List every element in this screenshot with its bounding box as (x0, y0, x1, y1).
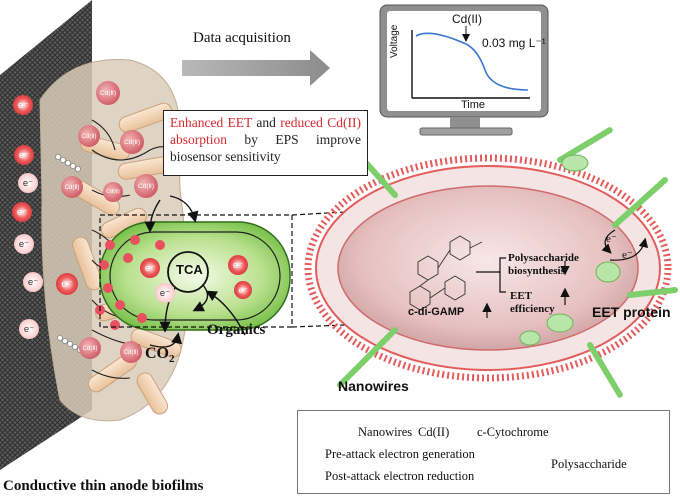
cd-ion: Cd(Ⅱ) (120, 341, 142, 363)
cd-ion: Cd(Ⅱ) (79, 337, 101, 359)
co2-main: CO (145, 345, 169, 362)
organics-label: Organics (207, 322, 266, 338)
legend-polysaccharide-text: Polysaccharide (551, 457, 627, 471)
callout-plain-1: and (252, 115, 281, 130)
biofilm-bacteria (71, 102, 182, 415)
callout-box: Enhanced EET and reduced Cd(II) absorpti… (163, 110, 368, 176)
inset-cell (304, 154, 672, 382)
legend-post-attack-text: Post-attack electron reduction (325, 469, 475, 483)
tca-label: TCA (176, 262, 203, 277)
anode-electron: e⁻ (12, 202, 32, 222)
eet-efficiency-label: EET efficiency (510, 290, 555, 315)
monitor-signal-label: Cd(II) (452, 12, 482, 26)
inset-electron-2: e⁻ (622, 249, 633, 261)
zoom-line-top (291, 211, 346, 216)
monitor-y-axis-label: Voltage (389, 24, 400, 58)
eet-protein-label: EET protein (592, 304, 671, 320)
cd-ion: Cd(Ⅱ) (103, 182, 123, 202)
anode-electron-pale: e⁻ (23, 272, 43, 292)
data-acquisition-label: Data acquisition (193, 30, 291, 46)
legend-pre-attack-text: Pre-attack electron generation (325, 447, 475, 461)
data-acquisition-arrow (182, 50, 330, 86)
cell-electron: e⁻ (234, 281, 252, 299)
cd-ion: Cd(Ⅱ) (96, 81, 120, 105)
co2-label: CO2 (145, 345, 175, 365)
cd-influx-arrow-1 (144, 199, 161, 233)
legend-nanowires-text: Nanowires (358, 425, 413, 439)
monitor-concentration-label: 0.03 mg L⁻¹ (482, 36, 546, 50)
anode-electron-pale: e⁻ (14, 234, 34, 254)
monitor (379, 4, 549, 136)
nanowires-label: Nanowires (338, 378, 409, 394)
cd-ion: Cd(Ⅱ) (120, 130, 144, 154)
cytochrome-dots (95, 235, 165, 330)
inset-pathway (476, 229, 649, 318)
anode-electron-pale: e⁻ (18, 173, 38, 193)
inset-electron-1: e⁻ (606, 233, 617, 245)
callout-plain-2: by EPS improve biosensor sensitivity (170, 132, 361, 164)
voltage-curve (415, 32, 529, 91)
cd-influx-arrow-2 (169, 195, 199, 223)
anode-electron: e⁻ (13, 95, 33, 115)
footer-title: Conductive thin anode biofilms (3, 478, 204, 494)
cd-influx-arrow-3 (149, 332, 183, 348)
cd-ion: Cd(Ⅱ) (134, 174, 158, 198)
c-di-gamp-label: c-di-GAMP (408, 306, 465, 318)
bacterium-cell (99, 221, 291, 336)
legend-cd-text: Cd(II) (418, 425, 450, 439)
legend-cytochrome-text: c-Cytochrome (477, 425, 549, 439)
eet-protein-blobs (519, 154, 621, 346)
monitor-x-axis-label: Time (461, 99, 486, 111)
c-di-gamp-molecule (409, 235, 483, 311)
cell-electron-pale: e⁻ (155, 283, 175, 303)
cd-ion: Cd(Ⅱ) (78, 125, 100, 147)
anode-electron-pale: e⁻ (19, 319, 39, 339)
legend (297, 410, 670, 494)
cell-electron: e⁻ (140, 258, 160, 278)
callout-red-1: Enhanced EET (170, 115, 253, 130)
anode-electron: e⁻ (56, 273, 78, 295)
anode-electron: e⁻ (14, 145, 34, 165)
tca-cycle (167, 251, 209, 293)
cell-electron: e⁻ (228, 255, 248, 275)
polysaccharide-biosynthesis-label: Polysaccharide biosynthesis (508, 252, 579, 277)
cd-ion: Cd(Ⅱ) (61, 176, 83, 198)
callout-red-2: reduced Cd(II) absorption (170, 115, 361, 147)
co2-sub: 2 (169, 353, 175, 366)
